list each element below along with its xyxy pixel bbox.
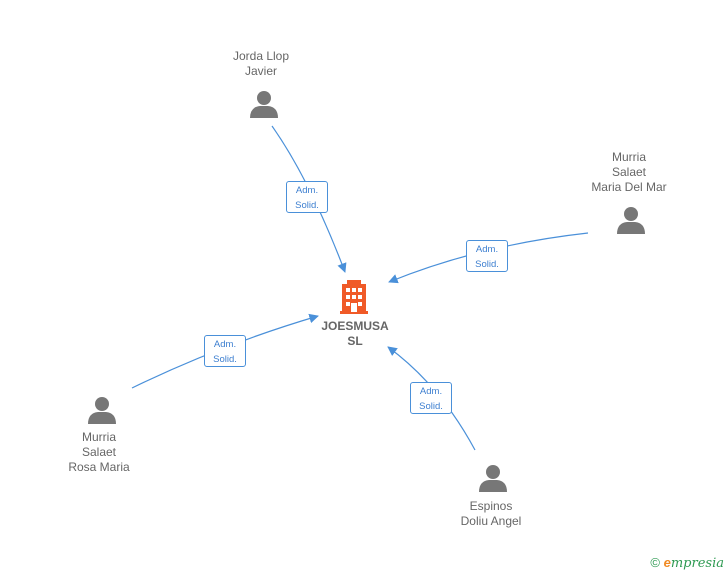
person-name-line: Murria <box>81 430 116 444</box>
role-badge-murria-rosa[interactable]: Adm. Solid. <box>204 335 246 367</box>
copyright-symbol: © <box>650 555 660 570</box>
role-line: Adm. <box>295 185 319 196</box>
role-line: Solid. <box>213 354 237 365</box>
person-name-line: Jorda Llop <box>232 49 290 63</box>
company-name-line2: SL <box>347 334 363 348</box>
role-line: Adm. <box>213 339 237 350</box>
role-badge-murria-mar[interactable]: Adm. Solid. <box>466 240 508 272</box>
brand-name: mpresia <box>670 556 724 571</box>
role-line: Solid. <box>475 259 499 270</box>
person-name-line: Javier <box>244 64 277 78</box>
person-name-line: Rosa Maria <box>68 460 130 474</box>
company-name-line1: JOESMUSA <box>321 319 389 333</box>
person-node-jorda[interactable]: Jorda Llop Javier <box>211 49 311 79</box>
role-line: Adm. <box>419 386 443 397</box>
footer-watermark: © empresia <box>650 555 724 571</box>
role-line: Solid. <box>419 401 443 412</box>
person-name-line: Maria Del Mar <box>591 180 667 194</box>
role-line: Solid. <box>295 200 319 211</box>
person-node-murria-rosa[interactable]: Murria Salaet Rosa Maria <box>49 430 149 475</box>
person-name-line: Espinos <box>469 499 513 513</box>
role-badge-espinos[interactable]: Adm. Solid. <box>410 382 452 414</box>
person-node-murria-mar[interactable]: Murria Salaet Maria Del Mar <box>574 150 684 195</box>
brand-e: e <box>663 555 671 570</box>
person-name-line: Murria <box>611 150 646 164</box>
person-icon <box>617 207 645 234</box>
building-icon <box>340 280 368 314</box>
person-node-espinos[interactable]: Espinos Doliu Angel <box>441 499 541 529</box>
person-icon <box>479 465 507 492</box>
person-name-line: Salaet <box>611 165 647 179</box>
person-icon <box>88 397 116 424</box>
role-line: Adm. <box>475 244 499 255</box>
role-badge-jorda[interactable]: Adm. Solid. <box>286 181 328 213</box>
company-node-label[interactable]: JOESMUSA SL <box>314 319 396 349</box>
person-name-line: Doliu Angel <box>460 514 522 528</box>
person-icon <box>250 91 278 118</box>
person-name-line: Salaet <box>81 445 117 459</box>
